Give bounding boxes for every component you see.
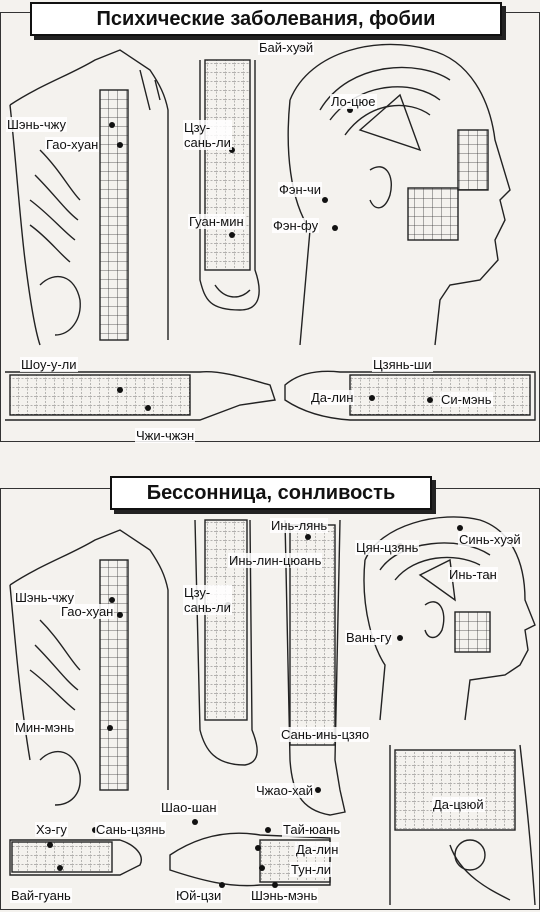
point-label-san-tszyan: Сань-цзянь — [95, 822, 167, 837]
point-label-tsyan-tszyan: Цян-цзянь — [355, 540, 420, 555]
point-label-da-lin-2: Да-лин — [295, 842, 340, 857]
point-label-lo-tsiue: Ло-цюе — [330, 94, 377, 109]
point-label-fen-chi: Фэн-чи — [278, 182, 323, 197]
point-label-shen-chzhu: Шэнь-чжу — [6, 117, 67, 132]
point-label-in-lyan: Инь-лянь — [270, 518, 329, 533]
point-label-shen-chzhu-2: Шэнь-чжу — [14, 590, 75, 605]
point-label-da-tszyui: Да-цзюй — [432, 797, 485, 812]
point-label-fen-fu: Фэн-фу — [272, 218, 320, 233]
point-label-bai-huei: Бай-хуэй — [258, 40, 315, 55]
point-label-shao-shan: Шао-шан — [160, 800, 218, 815]
point-label-in-lin-tsyuan: Инь-лин-цюань — [228, 553, 323, 568]
point-label-van-gu: Вань-гу — [345, 630, 393, 645]
point-label-vai-guan: Вай-гуань — [10, 888, 72, 903]
acupoint-markers — [47, 44, 493, 888]
point-label-da-lin: Да-лин — [310, 390, 355, 405]
leg-figure-top — [199, 59, 260, 311]
back-figure-top — [9, 49, 169, 346]
point-label-gao-huan-2: Гао-хуан — [60, 604, 115, 619]
arm-figure-bottom-left — [9, 839, 142, 876]
point-label-tszyan-shi: Цзянь-ши — [372, 357, 433, 372]
point-label-in-tan: Инь-тан — [448, 567, 498, 582]
point-label-tun-li: Тун-ли — [290, 862, 333, 877]
point-label-yui-tszi: Юй-цзи — [175, 888, 223, 903]
point-label-tsu-san-li-2: Цзу- сань-ли — [183, 585, 232, 615]
back-figure-bottom — [9, 529, 169, 806]
point-label-si-men: Си-мэнь — [440, 392, 493, 407]
section-title-mental: Психические заболевания, фобии — [30, 2, 502, 36]
point-label-chzhao-hai: Чжао-хай — [255, 783, 314, 798]
point-label-min-men: Мин-мэнь — [14, 720, 76, 735]
point-label-tsu-san-li: Цзу- сань-ли — [183, 120, 232, 150]
point-label-shen-men: Шэнь-мэнь — [250, 888, 319, 903]
point-label-he-gu: Хэ-гу — [35, 822, 68, 837]
section-title-insomnia: Бессонница, сонливость — [110, 476, 432, 510]
arm-figure-top-left — [5, 370, 276, 421]
point-label-shou-u-li: Шоу-у-ли — [20, 357, 78, 372]
hip-figure-bottom — [389, 744, 536, 906]
point-label-guan-min: Гуан-мин — [188, 214, 245, 229]
point-label-gao-huan: Гао-хуан — [45, 137, 100, 152]
point-label-tai-yuan: Тай-юань — [282, 822, 342, 837]
point-label-san-in-tszyao: Сань-инь-цзяо — [280, 727, 371, 742]
point-label-chzhi-chzhen: Чжи-чжэн — [135, 428, 196, 443]
point-label-sin-huei: Синь-хуэй — [458, 532, 522, 547]
